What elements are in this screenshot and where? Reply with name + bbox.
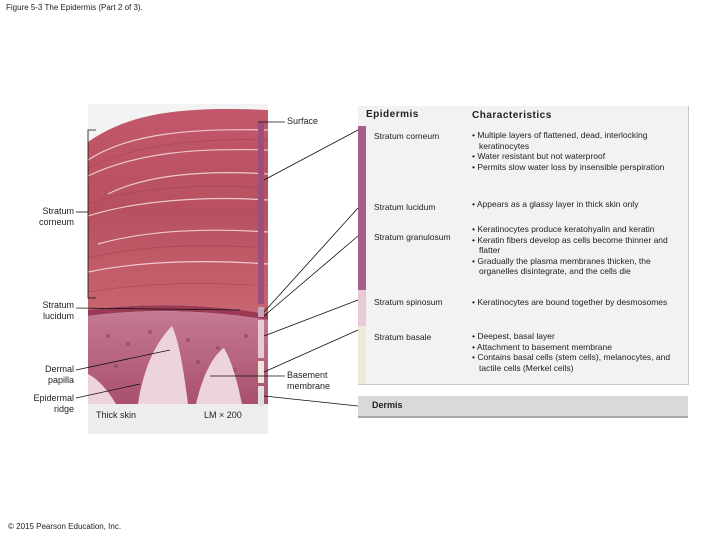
label-stratum-lucidum: Stratum lucidum: [42, 300, 74, 321]
copyright-notice: © 2015 Pearson Education, Inc.: [8, 522, 122, 531]
row-chars-stratum-granulosum: • Keratinocytes produce keratohyalin and…: [472, 224, 668, 276]
dermis-label: Dermis: [372, 400, 403, 410]
row-name-stratum-basale: Stratum basale: [374, 332, 432, 342]
row-chars-stratum-corneum: • Multiple layers of flattened, dead, in…: [472, 130, 665, 172]
label-surface: Surface: [287, 116, 319, 126]
characteristics-table: [358, 106, 689, 385]
label-stratum-corneum: Stratum corneum: [38, 206, 74, 227]
row-name-stratum-granulosum: Stratum granulosum: [374, 232, 451, 242]
row-chars-stratum-spinosum: • Keratinocytes are bound together by de…: [472, 297, 668, 307]
corneum-bar: [258, 122, 264, 304]
row-chars-stratum-lucidum: • Appears as a glassy layer in thick ski…: [472, 199, 639, 209]
table-accent-bar: [358, 126, 366, 384]
figure-caption: Figure 5-3 The Epidermis (Part 2 of 3).: [6, 3, 143, 12]
micrograph-image: [88, 104, 268, 404]
spinosum-bar: [258, 320, 264, 358]
header-characteristics: Characteristics: [472, 110, 552, 121]
table-accent-bar-basale: [358, 326, 366, 384]
row-name-stratum-spinosum: Stratum spinosum: [374, 297, 443, 307]
row-chars-stratum-basale: • Deepest, basal layer • Attachment to b…: [472, 331, 671, 373]
header-epidermis: Epidermis: [366, 109, 419, 120]
label-epidermal-ridge: Epidermal ridge: [33, 393, 74, 414]
dermis-side-bar: [258, 386, 264, 406]
label-basement-membrane: Basement membrane: [287, 370, 331, 391]
basale-bar: [258, 361, 264, 383]
label-magnification: LM × 200: [204, 410, 242, 420]
label-thick-skin: Thick skin: [96, 410, 137, 420]
label-dermal-papilla: Dermal papilla: [44, 364, 74, 385]
dermis-bar: [358, 396, 688, 418]
row-name-stratum-corneum: Stratum corneum: [374, 131, 440, 141]
table-accent-bar-light: [358, 290, 366, 326]
lucidum-bar: [258, 307, 264, 317]
row-name-stratum-lucidum: Stratum lucidum: [374, 202, 436, 212]
